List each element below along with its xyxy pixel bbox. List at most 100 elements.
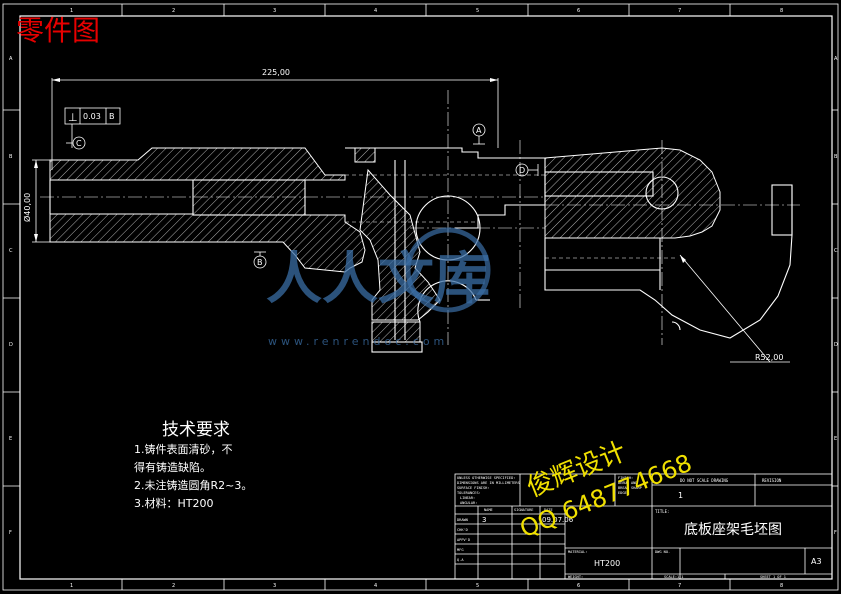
datum-d: D [515,163,539,177]
tick-bottom-7: 7 [678,583,681,589]
tick-bottom-4: 4 [374,583,377,589]
tb-finish-3: BREAK SHARP [618,486,642,490]
tb-part-name: 底板座架毛坯图 [684,522,782,538]
datum-c-label: C [76,139,82,148]
tb-mfg: MFG [457,548,464,552]
watermark: 人人文库 www.renrendoc.com [266,227,491,348]
tick-side-e: E [9,436,12,442]
dim-length: 225,00 [51,68,499,170]
tick-top-5: 5 [476,8,479,14]
datum-a: A [472,123,486,145]
border-ticks [3,4,838,590]
dim-radius: R52,00 [679,254,790,363]
tolerance-datum: B [109,112,115,121]
tb-revision: REVISION [762,478,782,483]
tick-bottom-5: 5 [476,583,479,589]
tick-side-c: C [9,248,13,254]
tb-rev-value: 1 [678,491,683,500]
tb-date-val: 09.07.06 [542,516,574,524]
tech-line-2: 得有铸造缺陷。 [134,460,211,474]
tick-top-8: 8 [780,8,783,14]
tb-appvd: APPV'D [457,538,470,542]
tick-side-f: F [9,530,12,536]
tolerance-value: 0.03 [83,112,101,121]
tb-title-label: TITLE: [655,509,669,514]
tb-qa: Q.A [457,558,464,562]
shaft-bore [192,179,306,216]
tick-bottom-8: 8 [780,583,783,589]
tick-bottom-1: 1 [70,583,73,589]
tech-title: 技术要求 [162,420,230,440]
dim-diameter: Ø40,00 [22,159,52,243]
tb-notes-5: LINEAR: [460,496,475,500]
datum-b-label: B [257,258,263,267]
tick-right-d: D [834,342,838,348]
title-block: UNLESS OTHERWISE SPECIFIED: DIMENSIONS A… [454,473,833,580]
tb-weight: WEIGHT: [568,575,583,579]
side-slot [771,184,793,236]
datum-c: C [66,136,86,150]
datum-a-label: A [476,126,482,135]
watermark-logo: 人人文库 [266,247,490,312]
dim-diameter-label: Ø40,00 [22,193,32,222]
outer-frame [2,3,839,591]
tick-right-e: E [834,436,837,442]
tb-drawn: DRAWN [457,518,468,522]
tb-dwg-no: DWG NO. [655,550,670,554]
tick-right-a: A [834,56,838,62]
side-outline [544,185,793,339]
tick-top-6: 6 [577,8,580,14]
tb-scale: SCALE:1:1 [664,575,683,579]
tb-chkd: CHK'D [457,528,468,532]
lower-arc [417,280,477,323]
tb-notes-1: UNLESS OTHERWISE SPECIFIED: [457,476,515,480]
tick-bottom-3: 3 [273,583,276,589]
side-view [544,140,800,345]
tech-line-3: 2.未注铸造圆角R2~3。 [134,478,252,492]
front-view [40,90,546,353]
tolerance-frame: ⊥ 0.03 B [64,107,121,148]
tick-top-4: 4 [374,8,377,14]
tick-side-b: B [9,154,13,160]
side-top-section [544,147,721,239]
sheet-heading: 零件图 [16,14,100,47]
tb-size: A3 [811,557,822,566]
tick-right-c: C [834,248,838,254]
tech-requirements: 技术要求 1.铸件表面清砂，不 得有铸造缺陷。 2.未注铸造圆角R2~3。 3.… [134,420,252,510]
designer-stamp: 俊辉设计 QQ 648774668 [516,437,696,544]
tick-bottom-6: 6 [577,583,580,589]
tick-top-1: 1 [70,8,73,14]
tb-finish-4: EDGES [618,491,629,495]
side-bore [544,171,654,197]
tb-drawn-val: 3 [482,516,486,524]
tick-bottom-2: 2 [172,583,175,589]
bracket-web [359,168,441,321]
tick-top-3: 3 [273,8,276,14]
bracket-web-left [354,147,376,163]
tb-material-label: MATERIAL: [568,550,587,554]
tick-side-d: D [9,342,13,348]
tb-notes-6: ANGULAR: [460,501,477,505]
foot-plate [371,341,423,353]
tb-col-name: NAME [484,508,493,512]
tick-top-7: 7 [678,8,681,14]
tick-top-2: 2 [172,8,175,14]
datum-d-label: D [519,166,525,175]
tech-line-4: 3.材料：HT200 [134,496,213,510]
tick-right-f: F [834,530,837,536]
tb-notes-4: TOLERANCES: [457,491,481,495]
tb-finish-1: FINISH: [618,476,633,480]
watermark-url: www.renrendoc.com [268,335,448,348]
border-tick-labels: 1 2 3 4 5 6 7 8 1 2 3 4 5 6 7 8 A B C D … [9,8,838,589]
tb-finish-2: DEBUR AND [618,481,637,485]
tb-material: HT200 [594,559,620,568]
tick-right-b: B [834,154,838,160]
tb-notes-2: DIMENSIONS ARE IN MILLIMETERS [457,481,520,485]
tolerance-symbol: ⊥ [68,111,78,124]
dim-radius-label: R52,00 [755,353,783,362]
tb-sheet: SHEET 1 OF 1 [760,575,786,579]
tb-col-sig: SIGNATURE [514,508,533,512]
tick-side-a: A [9,56,13,62]
datum-b: B [253,251,267,269]
